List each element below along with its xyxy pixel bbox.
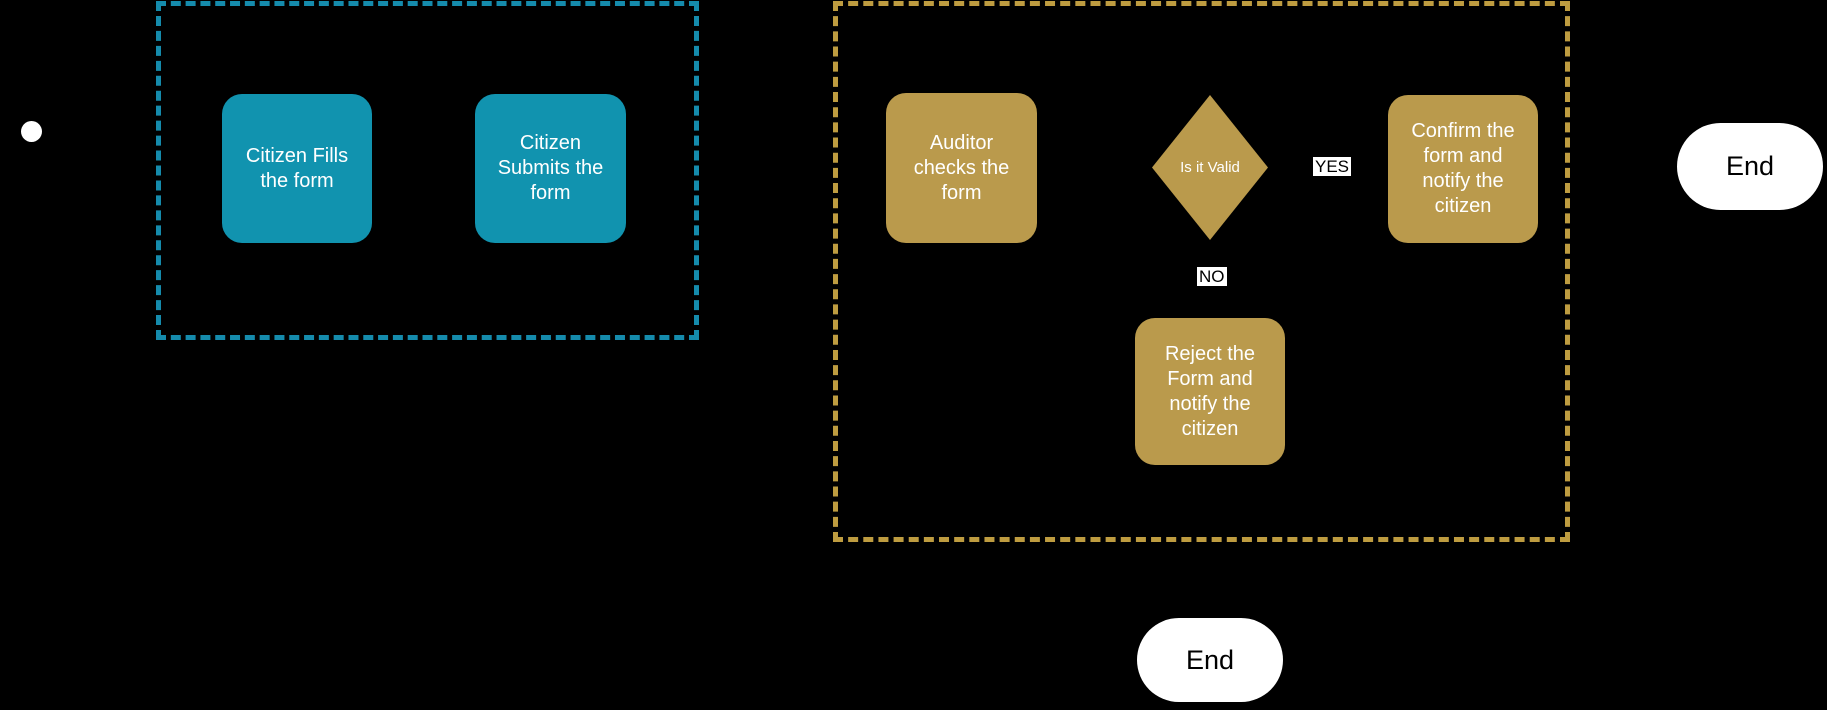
decision-label: Is it Valid	[1180, 159, 1240, 176]
process-label: Auditor checks the form	[913, 131, 1010, 204]
process-label: Citizen Submits the form	[497, 132, 604, 204]
auditor-lane	[833, 1, 1570, 542]
process-auditor-checks-form: Auditor checks the form	[886, 93, 1037, 243]
edge-label-no: NO	[1197, 267, 1227, 286]
process-citizen-submits-form: Citizen Submits the form	[475, 94, 626, 243]
process-confirm-and-notify: Confirm the form and notify the citizen	[1388, 95, 1538, 243]
edge-label-yes: YES	[1313, 157, 1352, 176]
process-label: Citizen Fills the form	[245, 144, 349, 192]
process-reject-and-notify: Reject the Form and notify the citizen	[1135, 318, 1285, 465]
start-node	[21, 121, 42, 142]
process-citizen-fills-form: Citizen Fills the form	[222, 94, 372, 243]
end-node-right: End	[1677, 123, 1823, 210]
end-node-bottom: End	[1137, 618, 1283, 702]
end-label: End	[1725, 151, 1775, 181]
citizen-lane	[156, 1, 699, 340]
process-label: Reject the Form and notify the citizen	[1164, 342, 1256, 440]
process-label: Confirm the form and notify the citizen	[1411, 120, 1515, 217]
end-label: End	[1185, 644, 1235, 675]
